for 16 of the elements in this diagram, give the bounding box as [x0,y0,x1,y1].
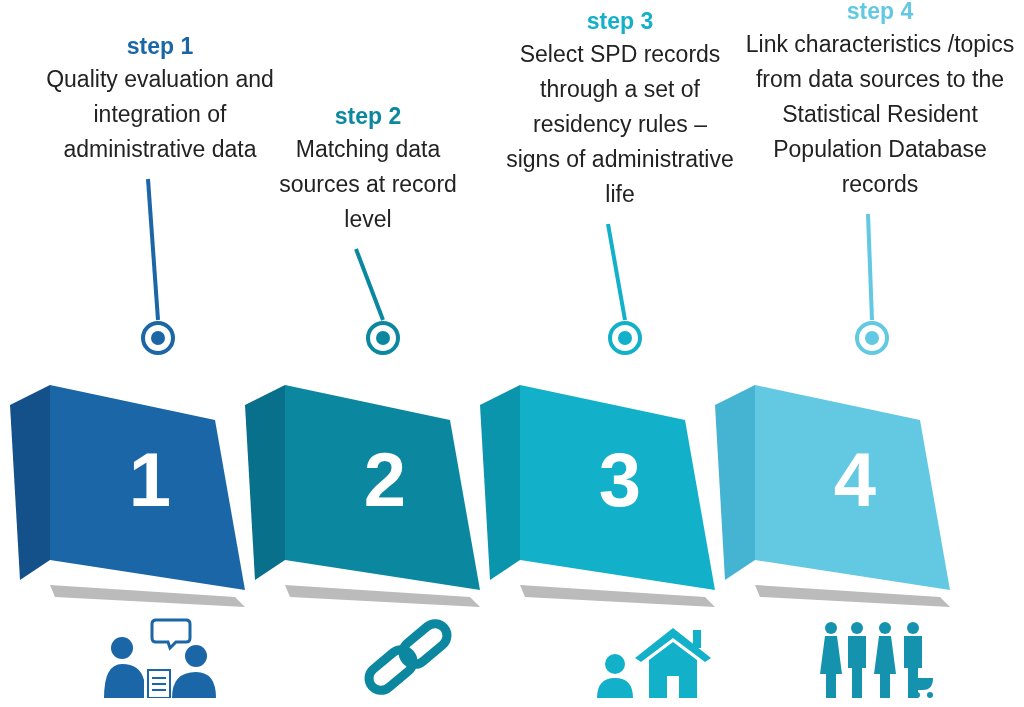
step-number: 3 [597,440,643,520]
step-heading: step 3 [585,7,655,36]
step-description: Quality evaluation and integration of administrative data [45,65,275,164]
step-heading: step 2 [333,102,403,131]
leader-line [866,213,874,321]
leader-line [146,178,160,321]
step-number: 2 [362,440,408,520]
step-heading: step 4 [845,0,915,26]
step-description: Link characteristics /topics from data sources to the Statistical Resident Population Database records [744,30,1016,199]
step-description: Matching data sources at record level [278,135,458,234]
step-number: 1 [127,440,173,520]
leader-line [354,248,385,321]
step-number: 4 [832,440,878,520]
leader-line [606,223,627,321]
step-heading: step 1 [125,32,195,61]
step-description: Select SPD records through a set of residency rules – signs of administrative life [505,40,735,209]
